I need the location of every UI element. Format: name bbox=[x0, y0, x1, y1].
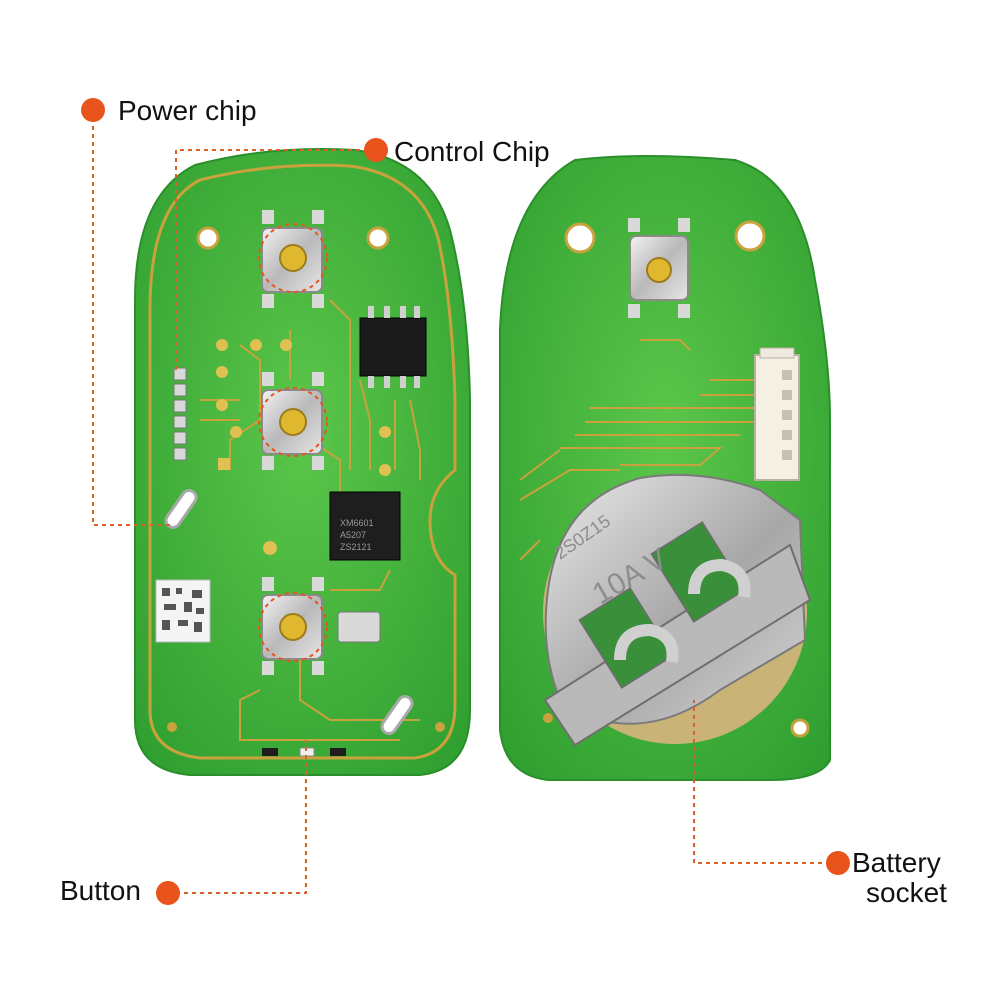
callout-dots bbox=[81, 98, 850, 905]
callout-label-control-chip: Control Chip bbox=[394, 136, 550, 167]
battery-contact-pad bbox=[164, 489, 198, 529]
right-pcb-board: 10A V 2S0Z15 bbox=[499, 155, 831, 781]
callout-label-power-chip: Power chip bbox=[118, 95, 257, 126]
control-chip-marking-2: A5207 bbox=[340, 530, 366, 540]
tactile-button-bottom bbox=[258, 577, 328, 675]
callout-dot-power-chip bbox=[81, 98, 105, 122]
callout-label-battery-socket: Battery socket bbox=[852, 848, 947, 908]
battery-socket: 10A V 2S0Z15 bbox=[543, 473, 812, 747]
callout-label-button: Button bbox=[60, 875, 141, 906]
tactile-button-rear bbox=[628, 218, 690, 318]
tactile-button-middle bbox=[258, 372, 328, 470]
tactile-button-top bbox=[258, 210, 328, 308]
callout-dot-battery-socket bbox=[826, 851, 850, 875]
control-chip: XM6601 A5207 ZS2121 bbox=[329, 491, 401, 561]
control-chip-marking-3: ZS2121 bbox=[340, 542, 372, 552]
programming-header bbox=[173, 367, 187, 461]
callout-dot-button bbox=[156, 881, 180, 905]
crystal-oscillator bbox=[337, 611, 381, 643]
callout-dot-control-chip bbox=[364, 138, 388, 162]
callout-label-battery-line2: socket bbox=[866, 877, 947, 908]
power-chip bbox=[359, 306, 427, 388]
callout-label-battery-line1: Battery bbox=[852, 847, 941, 878]
side-connector bbox=[754, 347, 800, 481]
callout-leaders bbox=[92, 110, 838, 894]
left-pcb-board: XM6601 A5207 ZS2121 bbox=[134, 148, 471, 776]
control-chip-marking-1: XM6601 bbox=[340, 518, 374, 528]
